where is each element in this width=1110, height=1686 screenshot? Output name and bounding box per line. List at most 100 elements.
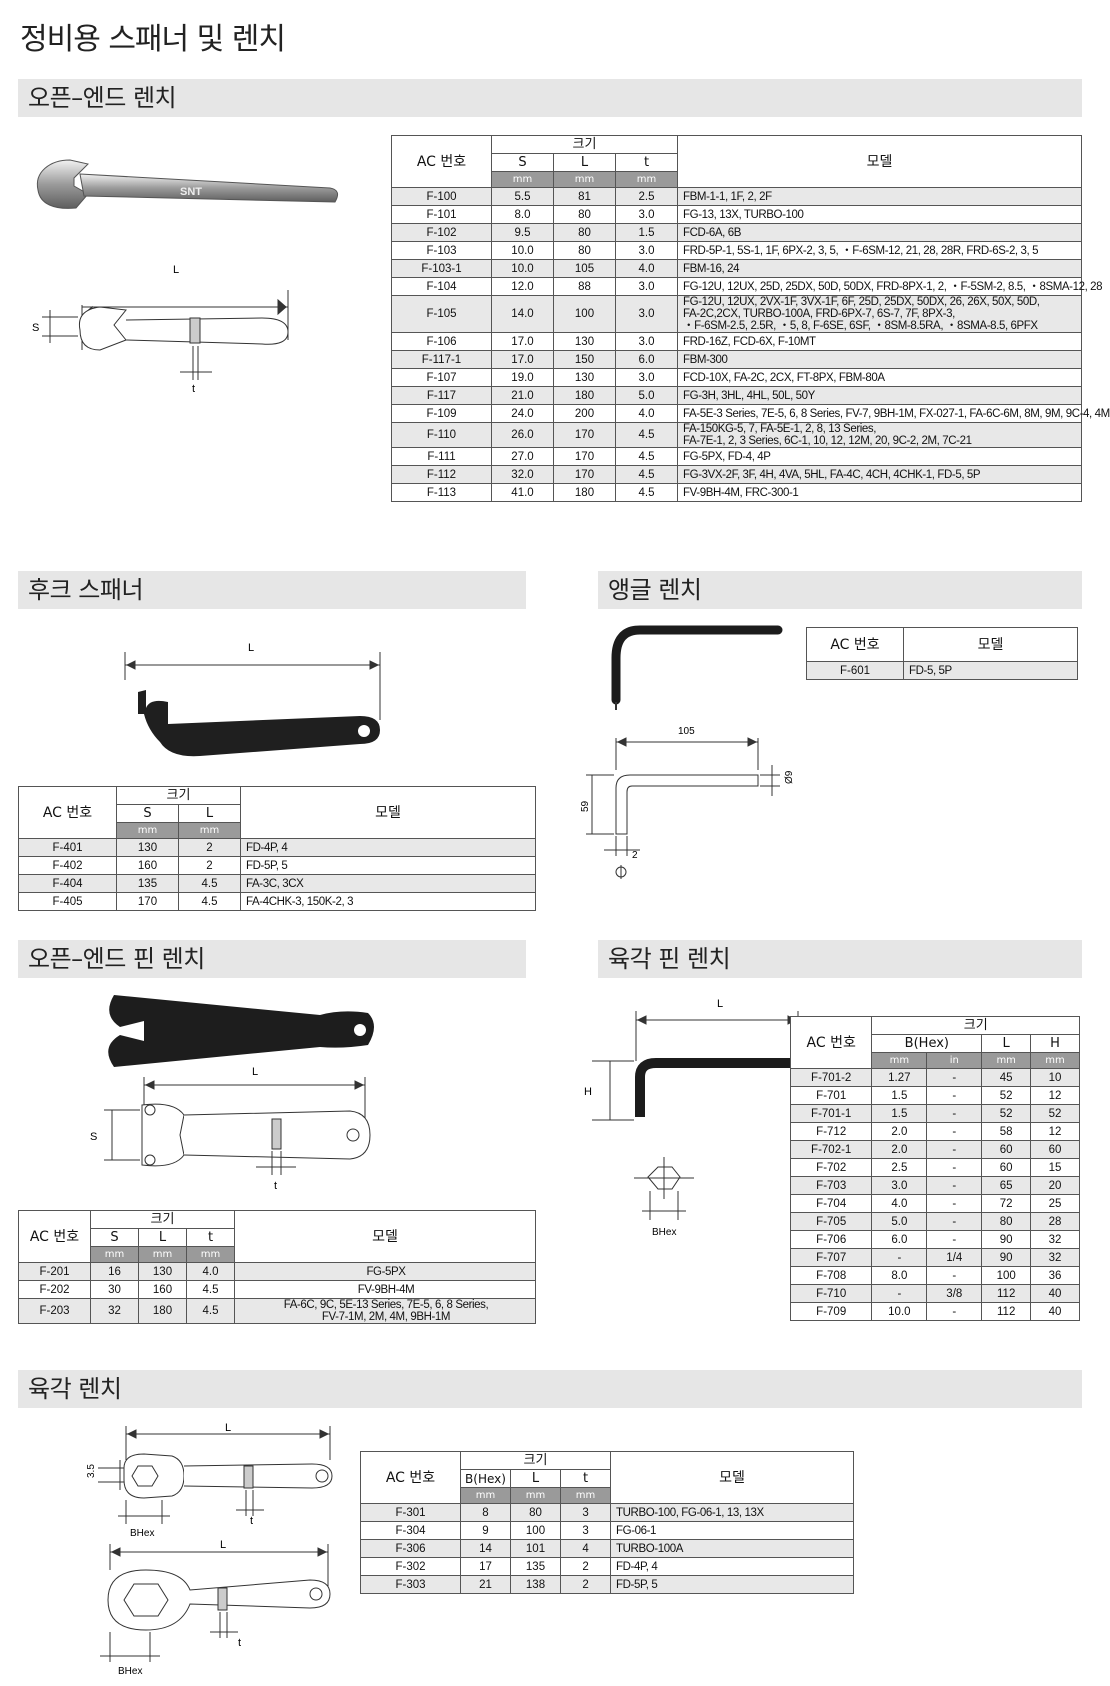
size-l-cell: 80	[553, 241, 616, 260]
size-l-cell: 80	[553, 223, 616, 242]
brand-mark: SNT	[180, 186, 202, 198]
ac-number-cell: F-703	[789, 1176, 873, 1195]
size-s-cell: 19.0	[491, 368, 554, 387]
model-line: FV-7-1M, 2M, 4M, 9BH-1M	[321, 1311, 451, 1323]
model-cell: FV-9BH-4M	[234, 1280, 536, 1299]
size-l-cell: 180	[553, 386, 616, 405]
unit-mm: mm	[871, 1052, 928, 1069]
size-t-cell: 4.0	[185, 1262, 236, 1281]
ac-number-cell: F-702	[789, 1158, 873, 1177]
open-end-wrench-photo: SNT	[36, 159, 339, 209]
header-ac-no: AC 번호	[18, 786, 117, 839]
size-l-cell: 105	[553, 259, 616, 278]
section-title-open-end-wrench: 오픈–엔드 렌치	[18, 79, 1082, 117]
ac-number-cell: F-117-1	[391, 350, 492, 369]
model-cell: FCD-6A, 6B	[677, 223, 1082, 242]
size-l-cell: 130	[553, 332, 616, 351]
unit-mm: mm	[185, 1246, 236, 1263]
section-title-hex-pin-wrench: 육각 핀 렌치	[598, 940, 1082, 978]
size-l-cell: 130	[553, 368, 616, 387]
size-s-cell: 21.0	[491, 386, 554, 405]
size-t-cell: 4.5	[614, 465, 679, 484]
size-l-cell: 81	[553, 187, 616, 206]
unit-mm: mm	[116, 822, 179, 839]
header-size: 크기	[459, 1451, 612, 1470]
size-l-cell: 170	[553, 465, 616, 484]
model-cell: FA-3C, 3CX	[240, 874, 536, 893]
size-bhex-in-cell: -	[926, 1068, 983, 1087]
model-cell: FCD-10X, FA-2C, 2CX, FT-8PX, FBM-80A	[677, 368, 1082, 387]
size-l-cell: 112	[981, 1284, 1032, 1303]
model-cell: FBM-16, 24	[677, 259, 1082, 278]
size-bhex-in-cell: -	[926, 1140, 983, 1159]
size-t-cell: 3.0	[614, 332, 679, 351]
size-l-cell: 100	[510, 1521, 561, 1540]
size-l-cell: 90	[981, 1248, 1032, 1267]
size-l-cell: 72	[981, 1194, 1032, 1213]
hex-wrench-drawing-1	[98, 1426, 333, 1524]
ac-number-cell: F-404	[18, 874, 117, 893]
model-cell: FD-4P, 4	[610, 1557, 854, 1576]
model-cell: FBM-1-1, 1F, 2, 2F	[677, 187, 1082, 206]
pin-wrench-illustration: L S t	[90, 995, 374, 1192]
size-t-cell: 2	[559, 1575, 612, 1594]
size-l-cell: 180	[138, 1298, 187, 1324]
ac-number-cell: F-106	[391, 332, 492, 351]
header-model: 모델	[234, 1210, 536, 1263]
header-size: 크기	[115, 786, 242, 805]
size-t-cell: 4.0	[614, 404, 679, 423]
header-l: L	[510, 1469, 561, 1488]
ac-number-cell: F-203	[18, 1298, 91, 1324]
hook-spanner-body	[138, 690, 380, 757]
size-l-cell: 52	[981, 1086, 1032, 1105]
size-l-cell: 4.5	[177, 874, 242, 893]
size-bhex-cell: 17	[460, 1557, 511, 1576]
size-l-cell: 180	[553, 483, 616, 502]
size-s-cell: 130	[116, 838, 179, 857]
header-s: S	[90, 1228, 139, 1247]
size-l-cell: 52	[981, 1104, 1032, 1123]
dim-label-tip: 2	[632, 850, 638, 861]
header-ac-no: AC 번호	[391, 135, 492, 188]
size-bhex-mm-cell: -	[871, 1284, 928, 1303]
size-t-cell: 5.0	[614, 386, 679, 405]
size-t-cell: 3.0	[614, 368, 679, 387]
unit-mm: mm	[553, 171, 616, 188]
hex-wrench-drawing-2	[100, 1544, 331, 1662]
header-size: 크기	[89, 1210, 236, 1229]
unit-in: in	[926, 1052, 983, 1069]
size-s-cell: 14.0	[491, 295, 554, 333]
header-ac-no: AC 번호	[806, 627, 904, 662]
ac-number-cell: F-100	[391, 187, 492, 206]
size-bhex-mm-cell: -	[871, 1248, 928, 1267]
section-title-hook-spanner: 후크 스패너	[18, 571, 526, 609]
unit-mm: mm	[177, 822, 242, 839]
ac-number-cell: F-601	[806, 661, 904, 680]
size-t-cell: 4.5	[614, 447, 679, 466]
ac-number-cell: F-104	[391, 277, 492, 296]
size-s-cell: 17.0	[491, 350, 554, 369]
size-l-cell: 80	[553, 205, 616, 224]
header-t: t	[614, 153, 679, 172]
size-t-cell: 3.0	[614, 241, 679, 260]
size-s-cell: 10.0	[491, 259, 554, 278]
size-s-cell: 30	[90, 1280, 139, 1299]
size-l-cell: 170	[553, 422, 616, 448]
pin-wrench-drawing	[104, 1077, 371, 1175]
angle-wrench-drawing	[586, 737, 780, 879]
size-t-cell: 4.5	[185, 1298, 236, 1324]
